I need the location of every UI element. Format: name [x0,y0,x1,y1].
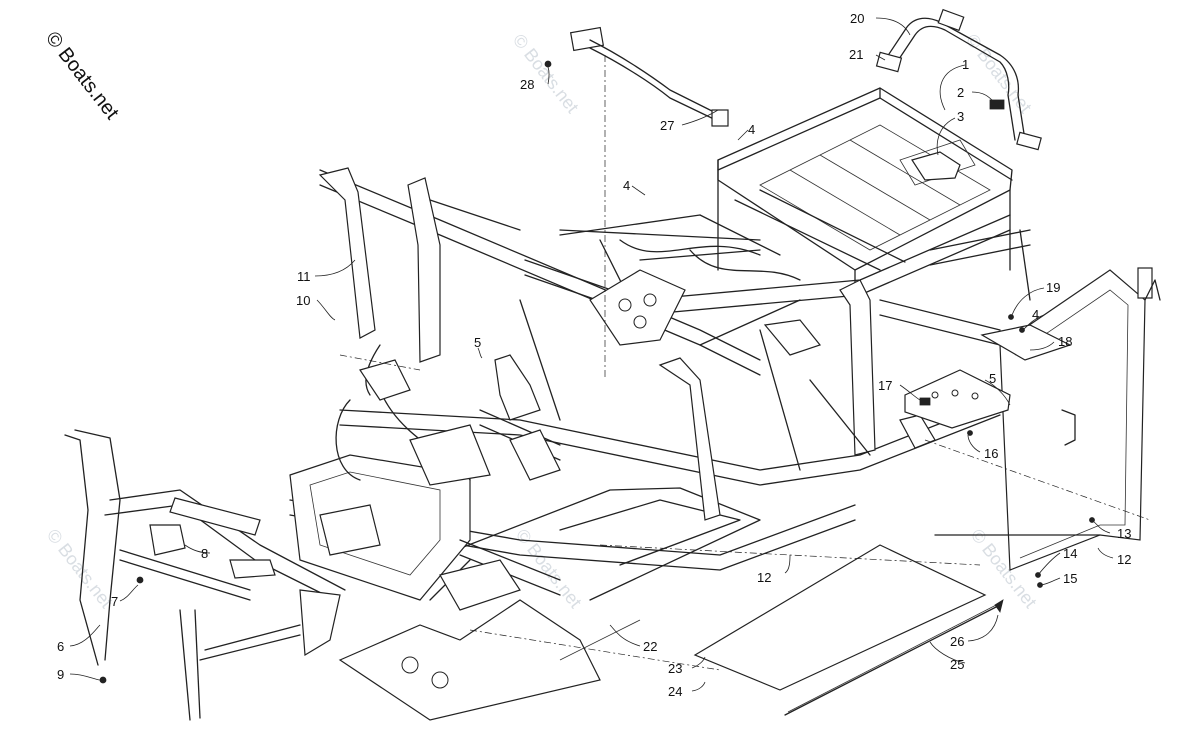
watermark-1: © Boats.net [509,30,583,117]
callout-16: 16 [984,446,998,461]
rod-25 [784,599,1004,716]
callout-9: 9 [57,667,64,682]
callout-27: 27 [660,118,674,133]
callout-1: 1 [962,57,969,72]
callout-3: 3 [957,109,964,124]
callout-2: 2 [957,85,964,100]
brackets-16-19 [904,314,1072,436]
callout-23: 23 [668,661,682,676]
callout-26: 26 [950,634,964,649]
callout-4c: 4 [1032,307,1039,322]
callout-13: 13 [1117,526,1131,541]
watermark-4: © Boats.net [512,525,586,612]
callout-8: 8 [201,546,208,561]
callout-18: 18 [1058,334,1072,349]
callout-11: 11 [297,269,311,284]
callout-7: 7 [111,594,118,609]
callout-21: 21 [849,47,863,62]
roll-bar-top [875,8,1042,151]
callout-15: 15 [1063,571,1077,586]
callout-17: 17 [878,378,892,393]
front-bumper [64,429,346,721]
part-2-3 [911,99,1005,181]
callout-12b: 12 [1117,552,1131,567]
callout-22: 22 [643,639,657,654]
leader-lines [69,17,1114,692]
callout-14: 14 [1063,546,1077,561]
main-frame [289,87,1031,611]
skid-plate-23 [693,544,987,691]
callout-28: 28 [520,77,534,92]
callout-10: 10 [296,293,310,308]
callout-25: 25 [950,657,964,672]
callout-5a: 5 [474,335,481,350]
callout-24: 24 [668,684,682,699]
callout-5b: 5 [989,371,996,386]
callout-12a: 12 [757,570,771,585]
callout-4a: 4 [748,122,755,137]
copyright-text: © Boats.net [41,28,123,124]
callout-6: 6 [57,639,64,654]
skid-plate-22 [338,599,641,721]
watermarks: © Boats.net © Boats.net © Boats.net © Bo… [43,30,1041,612]
callout-4b: 4 [623,178,630,193]
callout-20: 20 [850,11,864,26]
callout-labels: 20 21 1 2 3 28 27 4 4 4 11 10 5 5 19 18 … [57,11,1131,699]
callout-19: 19 [1046,280,1060,295]
upper-bar-27 [544,26,729,127]
